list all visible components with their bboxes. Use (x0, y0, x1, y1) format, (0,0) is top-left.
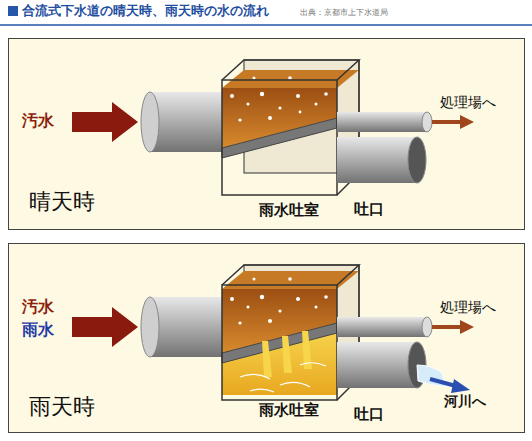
water-streaks (300, 363, 326, 366)
weather-label: 雨天時 (29, 394, 95, 419)
bubbles (260, 92, 264, 96)
overflow-streams (262, 331, 312, 377)
bubbles (247, 103, 250, 106)
bubbles (278, 309, 281, 312)
river-arrow (430, 379, 456, 386)
treatment-pipe-end (422, 112, 432, 132)
bubbles (315, 103, 318, 106)
destination-label: 処理場へ (440, 299, 496, 315)
rainy-scene (72, 265, 474, 400)
bubbles (268, 116, 272, 120)
outfall-pipe-end (408, 137, 426, 183)
overflow-streams (262, 341, 272, 377)
treatment-pipe (337, 317, 427, 337)
destination-label: 処理場へ (440, 94, 496, 110)
outfall-label: 吐口 (354, 201, 384, 218)
bubbles (253, 77, 256, 80)
inlet-pipe-end (141, 297, 159, 357)
bubbles (296, 297, 300, 301)
inlet-pipe (150, 297, 230, 357)
weather-panel: 晴天時雨水吐室 (8, 38, 525, 230)
chamber-label: 雨水吐室 (221, 402, 356, 419)
bubbles (296, 94, 300, 98)
destination-label: 河川へ (444, 393, 486, 409)
flow-label: 雨水 (22, 321, 54, 339)
flow-label: 汚水 (22, 112, 54, 130)
bubbles (238, 321, 241, 324)
sunny-scene (72, 60, 474, 195)
bubbles (230, 94, 234, 98)
flow-label: 汚水 (22, 298, 54, 316)
bubbles (230, 76, 328, 121)
water-streaks (250, 389, 274, 392)
inlet-pipe-end (141, 92, 159, 152)
treatment-pipe (337, 112, 427, 132)
weir-plate (222, 118, 337, 158)
overflow-streams (282, 336, 292, 373)
bubbles (324, 295, 328, 299)
sewage-arrow (72, 102, 138, 142)
outfall-pipe (337, 137, 417, 183)
inlet-pipe (150, 92, 230, 152)
sewage-arrow (72, 307, 138, 347)
treatment-arrow (432, 120, 462, 124)
overflow-chamber: 雨水吐室 (221, 81, 356, 223)
water-streaks (240, 363, 326, 392)
bubbles (299, 111, 302, 114)
overflow-chamber: 雨水吐室 (221, 281, 356, 423)
river-arrow-head (451, 379, 470, 393)
outfall-pipe (337, 342, 417, 388)
bubbles (230, 297, 234, 301)
panel-fill (8, 38, 525, 230)
bubbles (315, 306, 318, 309)
bubbles (260, 295, 264, 299)
chamber-frame (222, 80, 337, 195)
bubbles (324, 92, 328, 96)
weather-label: 晴天時 (29, 189, 95, 214)
water-streaks (240, 374, 270, 379)
bubbles (288, 277, 292, 281)
chamber-frame (222, 285, 337, 400)
bubbles (278, 106, 281, 109)
treatment-arrow-head (460, 320, 474, 334)
outfall-label: 吐口 (354, 406, 384, 423)
bubbles (247, 306, 250, 309)
chamber-frame (222, 60, 359, 80)
source-note: 出典：京都市上下水道局 (300, 8, 388, 17)
weir-plate (222, 323, 337, 363)
title-bar (0, 24, 532, 26)
bubbles (253, 278, 256, 281)
chamber-frame (222, 265, 359, 285)
title-bar (8, 6, 18, 16)
panel-fill (8, 243, 525, 433)
treatment-arrow (432, 325, 462, 329)
treatment-pipe-end (422, 317, 432, 337)
treatment-arrow-head (460, 115, 474, 129)
chamber-label: 雨水吐室 (221, 202, 356, 219)
bubbles (238, 118, 241, 121)
water-streaks (280, 382, 310, 387)
bubbles (268, 319, 272, 323)
sewage-surface (222, 271, 359, 289)
diagram-title: 合流式下水道の晴天時、雨天時の水の流れ (22, 4, 269, 19)
